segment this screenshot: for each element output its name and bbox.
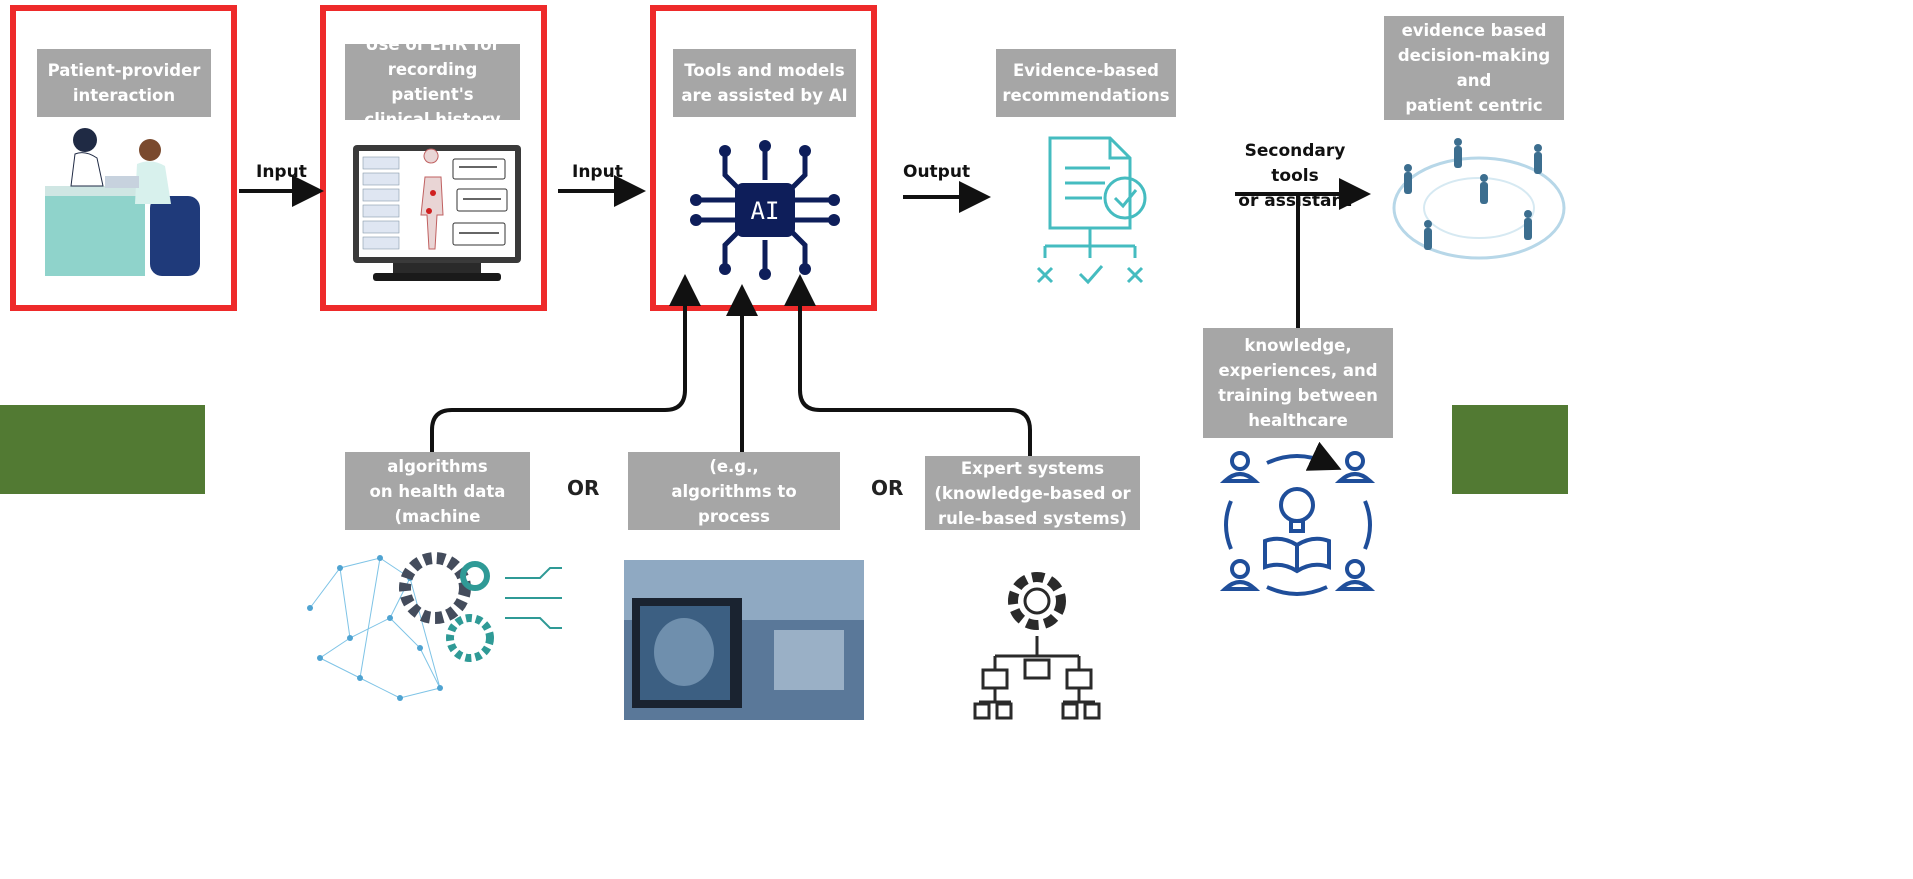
or-label-2: OR (871, 476, 904, 500)
document-check-icon (1036, 136, 1147, 285)
patient-provider-frame (10, 5, 237, 311)
patient-provider-label: Patient-provider interaction (37, 49, 211, 117)
ehr-frame (320, 5, 547, 311)
doctor-patient-image (45, 128, 200, 276)
workforce-network-image (1392, 138, 1566, 260)
gear-hierarchy-icon (973, 572, 1101, 720)
right-green-bar (1452, 405, 1568, 494)
ml-label: Training algorithms on health data (mach… (345, 432, 530, 551)
expert-systems-label: Expert systems (knowledge-based or rule-… (925, 456, 1140, 530)
ai-chip-text: AI (751, 197, 780, 225)
outcome-label: Optimised and evidence based decision-ma… (1384, 0, 1564, 140)
recommendations-label: Evidence-based recommendations (996, 49, 1176, 117)
or-label-1: OR (567, 476, 600, 500)
knowledge-cycle-icon (1219, 441, 1376, 596)
ml-to-ai-arrow (430, 274, 701, 452)
ai-chip-image: AI (690, 140, 840, 280)
ai-tools-frame (650, 5, 877, 311)
output-label: Output (903, 162, 971, 182)
left-green-bar (0, 405, 205, 494)
ai-tools-label: Tools and models are assisted by AI (673, 49, 856, 117)
ehr-monitor-image (353, 145, 521, 281)
input-label-2: Input (572, 162, 623, 182)
expert-to-ai-arrow (784, 274, 1032, 456)
medical-imaging-image (624, 560, 864, 720)
brain-gears-image (307, 552, 562, 701)
